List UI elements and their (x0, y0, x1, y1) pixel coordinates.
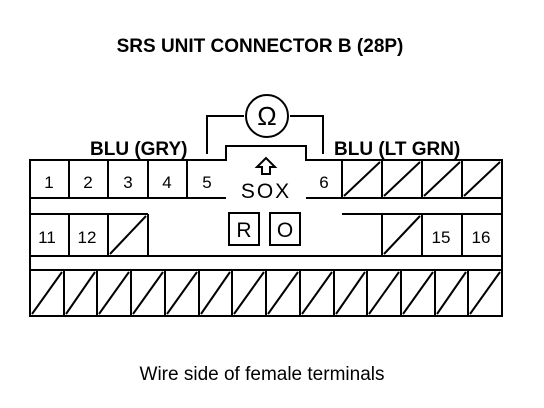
connector-body (29, 145, 503, 317)
range-key-o-box (269, 212, 301, 246)
terminal-12: 12 (78, 228, 97, 247)
terminal-3: 3 (123, 173, 132, 192)
left-wire-label: BLU (GRY) (90, 139, 187, 160)
terminal-1: 1 (44, 173, 53, 192)
terminal-15: 15 (432, 228, 451, 247)
terminal-5: 5 (202, 173, 211, 192)
sox-panel: SOX R O (228, 156, 301, 246)
terminal-11: 11 (38, 228, 56, 247)
ohmmeter: Ω (206, 94, 324, 154)
range-key-o: O (277, 219, 293, 242)
terminal-16: 16 (472, 228, 491, 247)
left-probe-lead (206, 115, 244, 154)
sox-label: SOX (241, 180, 291, 203)
right-wire-label: BLU (LT GRN) (334, 139, 460, 160)
diagram-title: SRS UNIT CONNECTOR B (28P) (117, 36, 404, 57)
up-arrow-icon (254, 156, 278, 175)
ohm-symbol: Ω (257, 101, 276, 131)
terminal-2: 2 (83, 173, 92, 192)
diagram-caption: Wire side of female terminals (140, 364, 385, 385)
ohmmeter-circle (245, 94, 289, 138)
terminal-6: 6 (319, 173, 328, 192)
right-probe-lead (290, 115, 324, 154)
terminal-4: 4 (162, 173, 171, 192)
range-key-r-box (228, 212, 260, 246)
connector-outline (29, 145, 503, 317)
range-key-r: R (236, 219, 251, 242)
